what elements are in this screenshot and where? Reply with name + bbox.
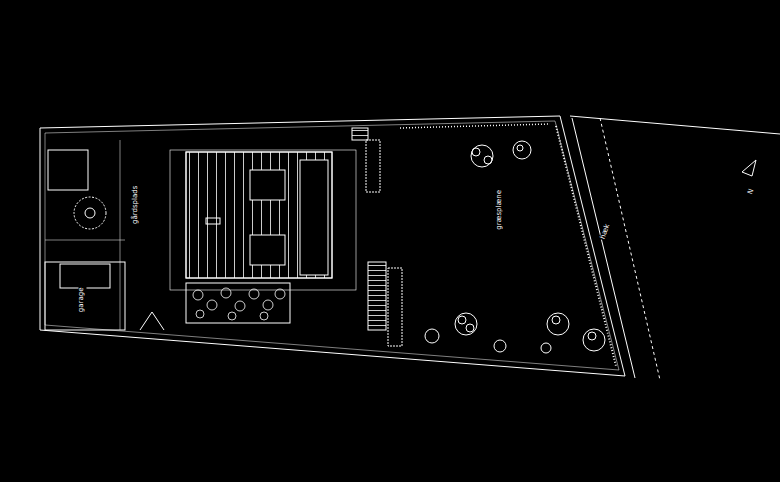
round-plant [74, 197, 106, 229]
tree [425, 141, 605, 353]
planter [366, 140, 380, 192]
stair [352, 128, 368, 140]
plan-label: N [747, 187, 757, 196]
wall-line [45, 240, 125, 241]
planter [388, 268, 402, 346]
site-boundary-inner [45, 121, 619, 370]
shrub-row [193, 288, 285, 320]
road-line [572, 118, 635, 378]
north-arrow [742, 160, 756, 176]
hedge-line [400, 124, 550, 128]
plan-label: gårdsplads [132, 185, 140, 225]
roof-hatch [186, 152, 332, 278]
roof-element [250, 170, 285, 200]
wall-line [120, 140, 121, 330]
roof-element [206, 218, 220, 224]
garage-outline [45, 262, 125, 330]
shed [48, 150, 88, 190]
road-line [600, 118, 660, 380]
hedge-line [556, 126, 616, 366]
roof-element [300, 160, 328, 275]
gate [140, 312, 164, 330]
roof-element [250, 235, 285, 265]
plan-label: hæk [599, 223, 612, 242]
round-plant [85, 208, 95, 218]
building-wall [170, 150, 356, 290]
building-roof [186, 152, 332, 278]
plan-label: græsplæne [496, 189, 504, 231]
stair [368, 262, 386, 330]
garage-inner [60, 264, 110, 288]
site-boundary [40, 116, 625, 376]
planter [186, 283, 290, 323]
plan-label: garage [78, 287, 86, 314]
